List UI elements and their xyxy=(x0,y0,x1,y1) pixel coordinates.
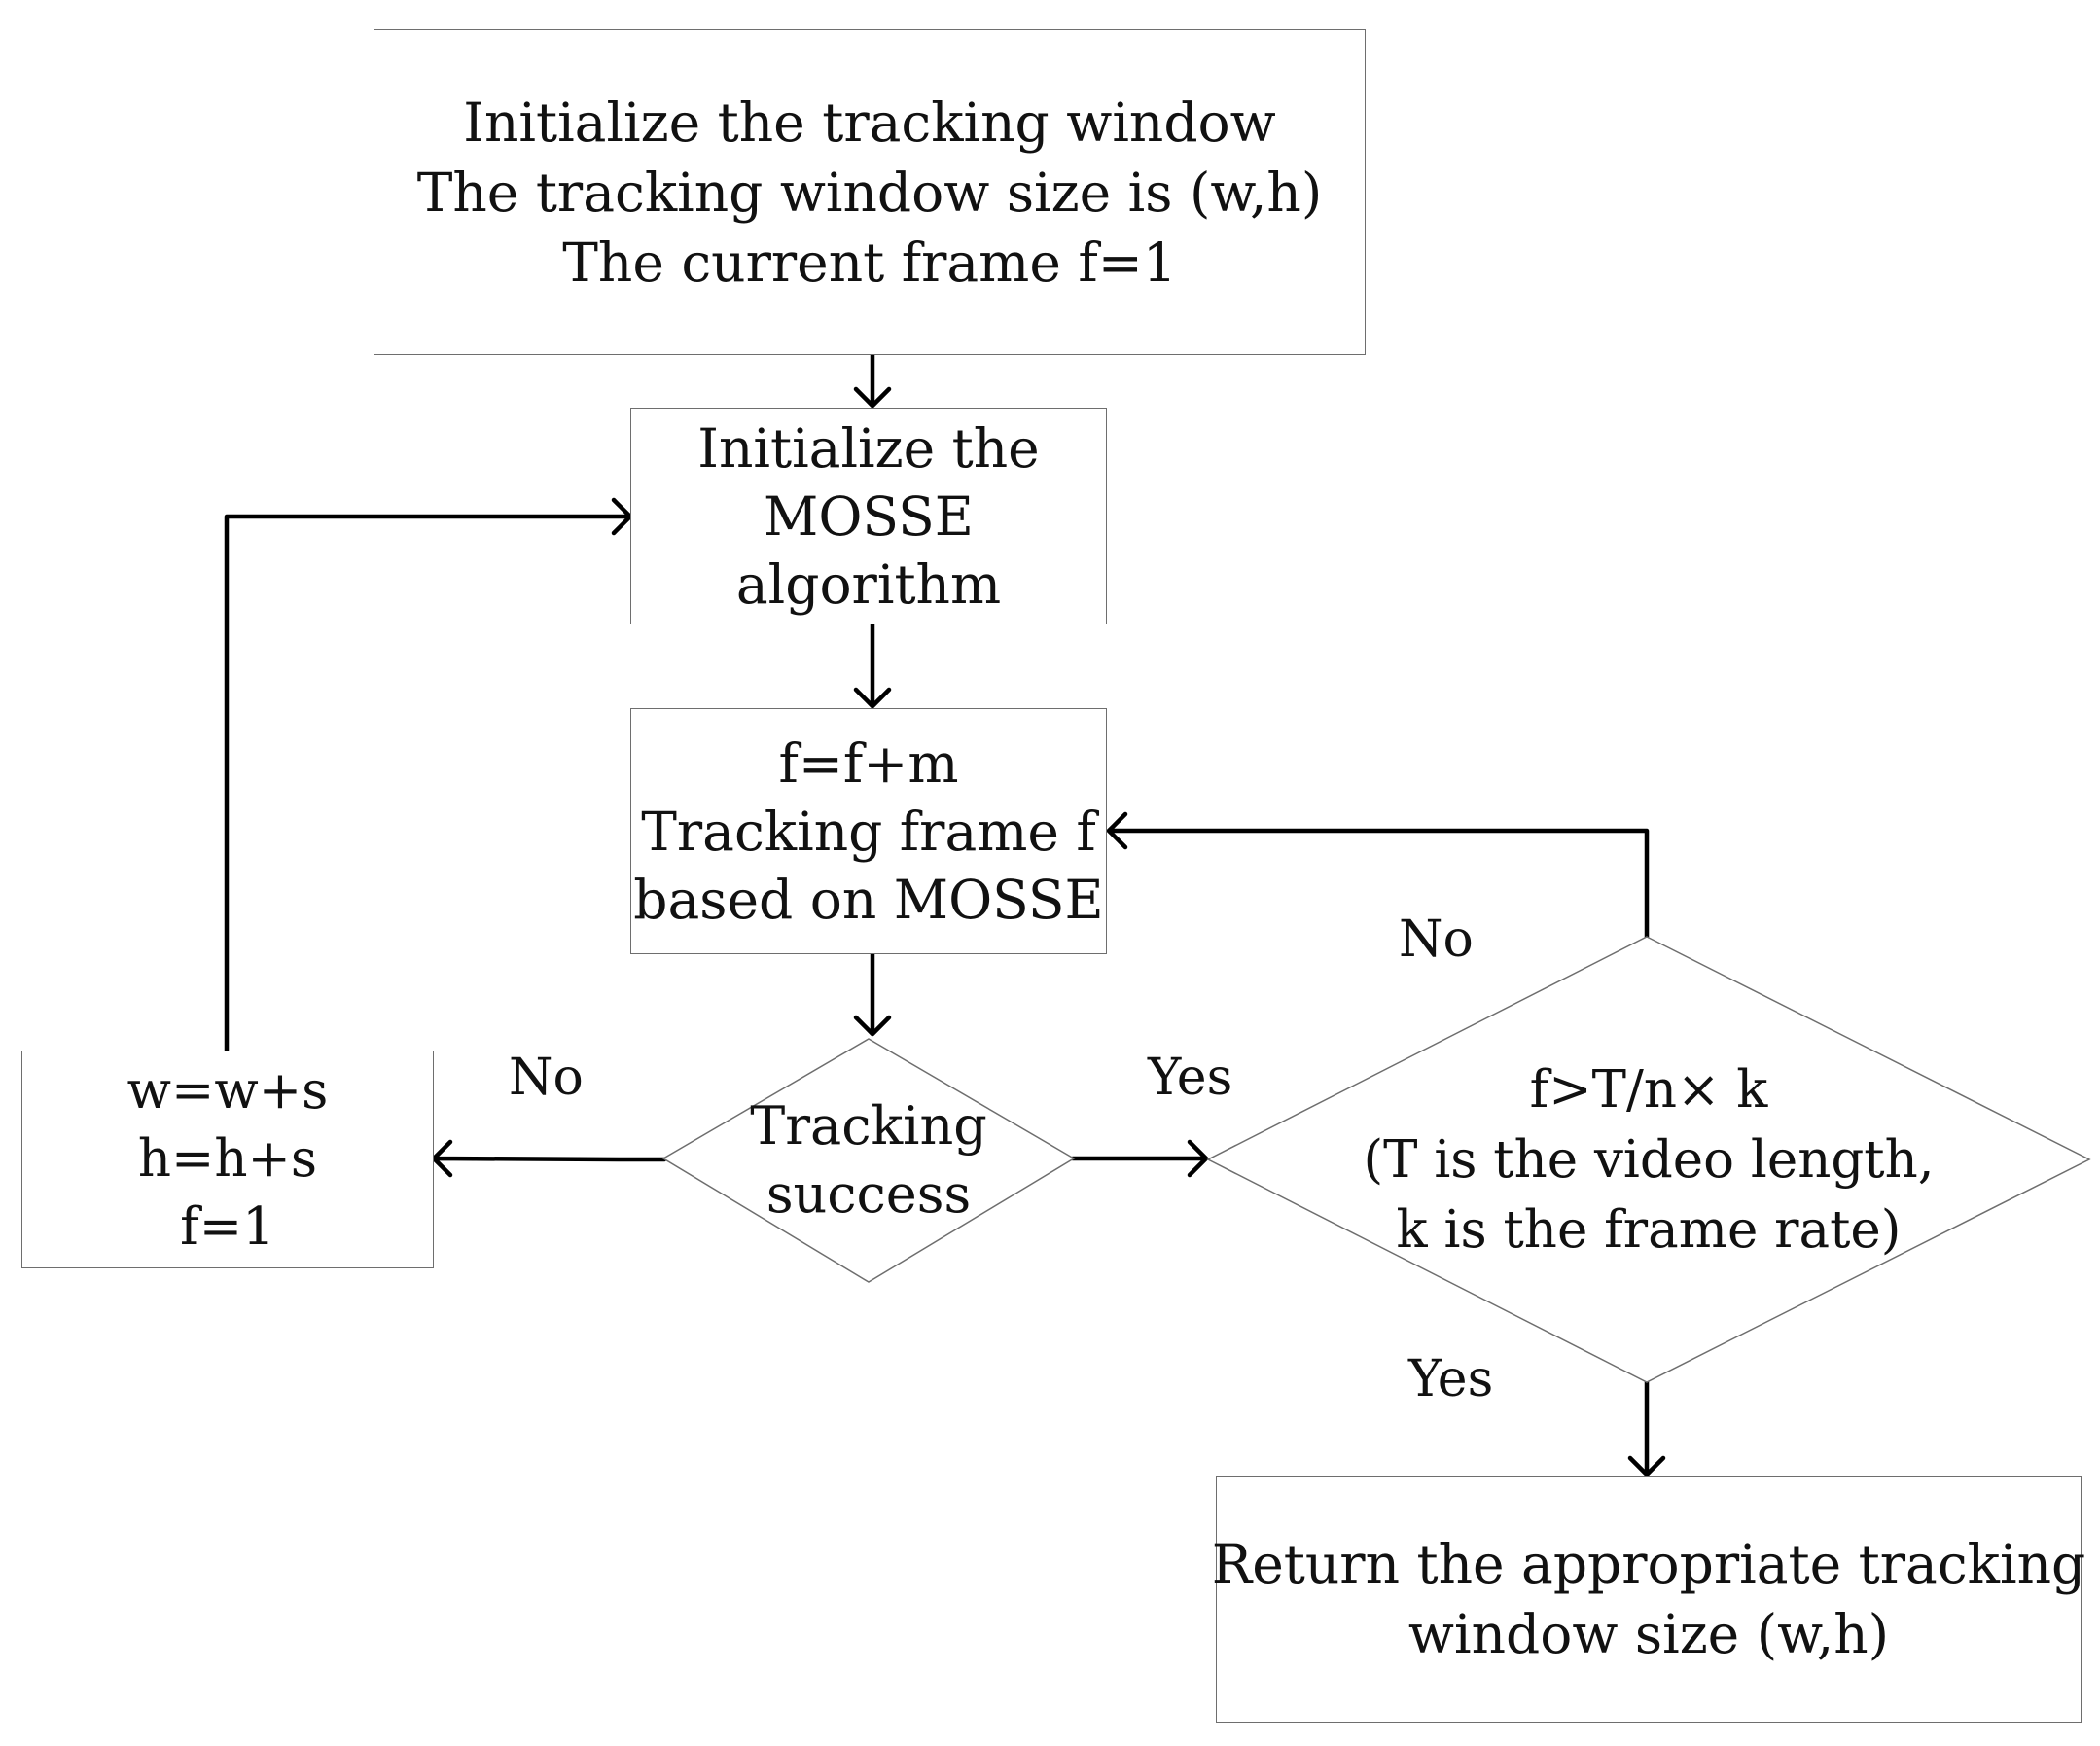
tracking-success-text: Tracking success xyxy=(723,1087,1014,1233)
init-mosse-line-3: algorithm xyxy=(735,552,1002,616)
arrow-success-yes-to-check xyxy=(1070,1139,1209,1178)
arrow-check-yes-to-return xyxy=(1627,1379,1666,1478)
init-mosse-line-1: Initialize the xyxy=(697,416,1040,480)
label-check-no: No xyxy=(1399,910,1474,969)
frame-check-line-2: (T is the video length, xyxy=(1363,1129,1935,1190)
frame-check-diamond xyxy=(1206,936,2091,1383)
frame-check-text: f>T/n× k (T is the video length, k is th… xyxy=(1294,1055,2004,1265)
return-size-line-2: window size (w,h) xyxy=(1407,1603,1890,1665)
increase-window-line-3: f=1 xyxy=(180,1197,275,1257)
tracking-success-line-2: success xyxy=(765,1163,972,1225)
frame-check-line-3: k is the frame rate) xyxy=(1396,1199,1902,1260)
return-size-line-1: Return the appropriate tracking xyxy=(1211,1533,2086,1595)
tracking-success-diamond xyxy=(661,1038,1076,1283)
increase-window-line-2: h=h+s xyxy=(137,1129,318,1189)
init-mosse-line-2: MOSSE xyxy=(764,484,974,548)
arrow-check-no-to-track-frame xyxy=(1106,811,1650,940)
tracking-success-line-1: Tracking xyxy=(750,1095,987,1157)
arrow-init-window-to-mosse xyxy=(853,351,892,409)
init-mosse-box: Initialize the MOSSE algorithm xyxy=(630,408,1107,624)
arrow-mosse-to-track-frame xyxy=(853,622,892,709)
return-size-box: Return the appropriate tracking window s… xyxy=(1212,1476,2085,1723)
track-frame-line-1: f=f+m xyxy=(778,731,959,795)
arrow-increase-to-mosse xyxy=(224,497,633,1053)
init-window-line-1: Initialize the tracking window xyxy=(463,90,1276,154)
track-frame-line-3: based on MOSSE xyxy=(633,868,1104,931)
increase-window-line-1: w=w+s xyxy=(126,1061,329,1121)
arrow-track-frame-to-success xyxy=(853,951,892,1037)
label-check-yes: Yes xyxy=(1408,1350,1494,1408)
arrow-success-no-to-increase xyxy=(431,1139,667,1178)
init-window-box: Initialize the tracking window The track… xyxy=(374,29,1366,355)
track-frame-line-2: Tracking frame f xyxy=(641,800,1096,863)
init-window-line-3: The current frame f=1 xyxy=(562,231,1177,294)
label-success-yes: Yes xyxy=(1148,1049,1233,1107)
increase-window-box: w=w+s h=h+s f=1 xyxy=(21,1051,434,1268)
frame-check-line-1: f>T/n× k xyxy=(1529,1059,1768,1120)
track-frame-box: f=f+m Tracking frame f based on MOSSE xyxy=(630,708,1107,954)
label-success-no: No xyxy=(509,1049,584,1107)
init-window-line-2: The tracking window size is (w,h) xyxy=(416,160,1323,224)
